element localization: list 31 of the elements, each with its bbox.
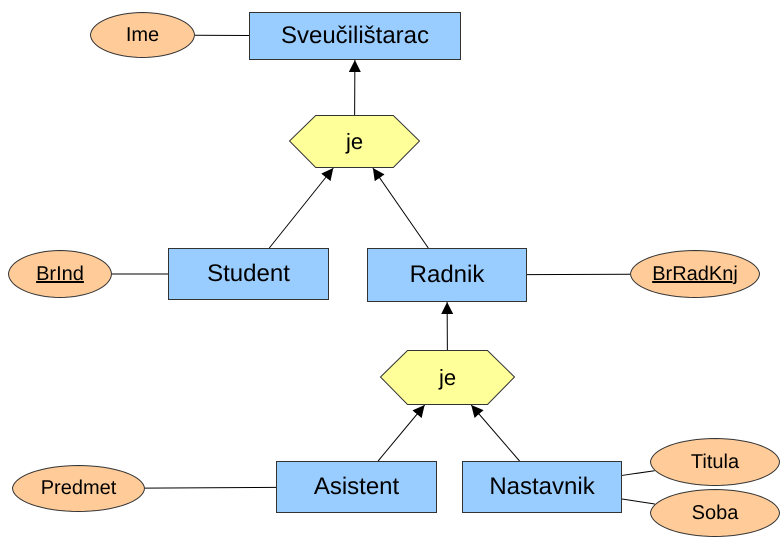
attribute-label: Titula xyxy=(690,450,740,474)
entity-label: Radnik xyxy=(410,261,484,289)
attribute-label: Predmet xyxy=(40,477,116,500)
arrow xyxy=(348,60,361,116)
arrow xyxy=(372,168,429,248)
entity-label: Asistent xyxy=(314,473,400,501)
arrow xyxy=(268,168,334,248)
entity-label: Nastavnik xyxy=(489,473,595,501)
attribute-label: Ime xyxy=(126,24,160,46)
arrow xyxy=(378,404,426,462)
entity-box xyxy=(367,248,527,302)
entity-box xyxy=(168,248,329,300)
arrow xyxy=(441,302,454,350)
connector-line xyxy=(526,274,631,276)
connector-line xyxy=(622,470,656,476)
entity-box xyxy=(276,461,437,513)
relationship-label: je xyxy=(438,364,456,390)
arrow xyxy=(470,404,520,462)
attribute-label: Soba xyxy=(692,502,738,524)
entity-box xyxy=(462,461,622,513)
entity-label: Student xyxy=(207,260,290,288)
entity-label: Sveučilištarac xyxy=(280,22,430,50)
key-attribute-label: BrRadKnj xyxy=(652,262,738,286)
connector-line xyxy=(622,498,656,504)
relationship-hexagon xyxy=(380,350,515,405)
relationship-label: je xyxy=(346,128,364,154)
connector-line xyxy=(144,486,276,489)
connector-line xyxy=(194,34,250,36)
key-attribute-label: BrInd xyxy=(36,262,84,286)
relationship-hexagon xyxy=(289,115,420,168)
entity-box xyxy=(249,12,461,60)
